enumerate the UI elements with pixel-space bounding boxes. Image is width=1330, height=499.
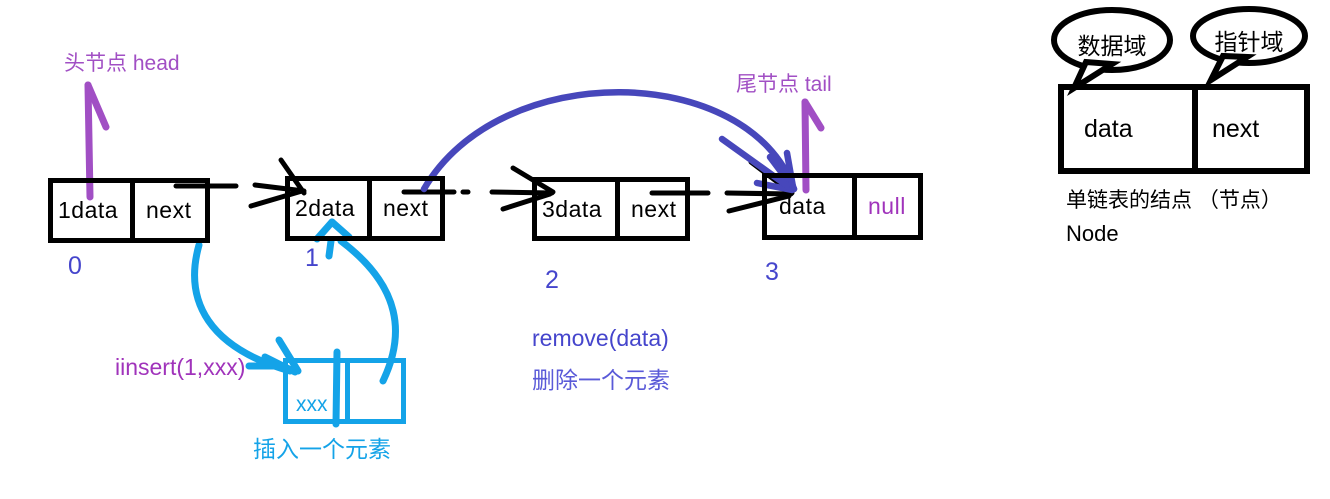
insert-call-label: iinsert(1,xxx) (115, 354, 246, 380)
head-label: 头节点 head (64, 52, 180, 75)
node-0-index: 0 (68, 252, 82, 280)
insert-box-data-cell: xxx (288, 363, 350, 419)
node-2-next-cell: next (631, 195, 677, 222)
node-3-next-cell: null (868, 193, 906, 219)
data-field-bubble-label: 数据域 (1077, 33, 1147, 59)
reference-caption-en: Node (1066, 221, 1119, 246)
list-node-1: 2data next (285, 176, 445, 241)
insert-arrow-into-box (191, 241, 302, 376)
node-1-index: 1 (305, 244, 319, 272)
pointer-field-bubble-label: 指针域 (1214, 29, 1284, 55)
list-node-0: 1data next (48, 178, 210, 243)
insert-node-box: xxx (283, 358, 406, 424)
reference-caption-cn: 单链表的结点 （节点） (1066, 189, 1282, 212)
node-0-data-cell: 1data (53, 183, 135, 238)
node-1-next-cell: next (383, 195, 429, 221)
node-0-next-cell: next (146, 197, 192, 223)
remove-relink-arc (420, 89, 798, 194)
list-node-2: 3data next (532, 177, 690, 241)
remove-caption: 删除一个元素 (532, 367, 670, 393)
reference-next-cell: next (1212, 114, 1260, 143)
node-2-data-cell: 3data (537, 182, 620, 236)
reference-data-cell: data (1064, 90, 1198, 168)
node-1-data-cell: 2data (290, 181, 372, 236)
tail-label: 尾节点 tail (736, 73, 832, 96)
list-node-3: data null (762, 173, 923, 240)
remove-call-label: remove(data) (532, 325, 669, 351)
node-2-index: 2 (545, 266, 559, 294)
insert-caption: 插入一个元素 (253, 436, 391, 462)
node-3-index: 3 (765, 258, 779, 286)
insert-box-pointer-cell (350, 363, 401, 419)
reference-node-box: data next (1058, 84, 1310, 174)
node-3-data-cell: data (767, 178, 857, 235)
